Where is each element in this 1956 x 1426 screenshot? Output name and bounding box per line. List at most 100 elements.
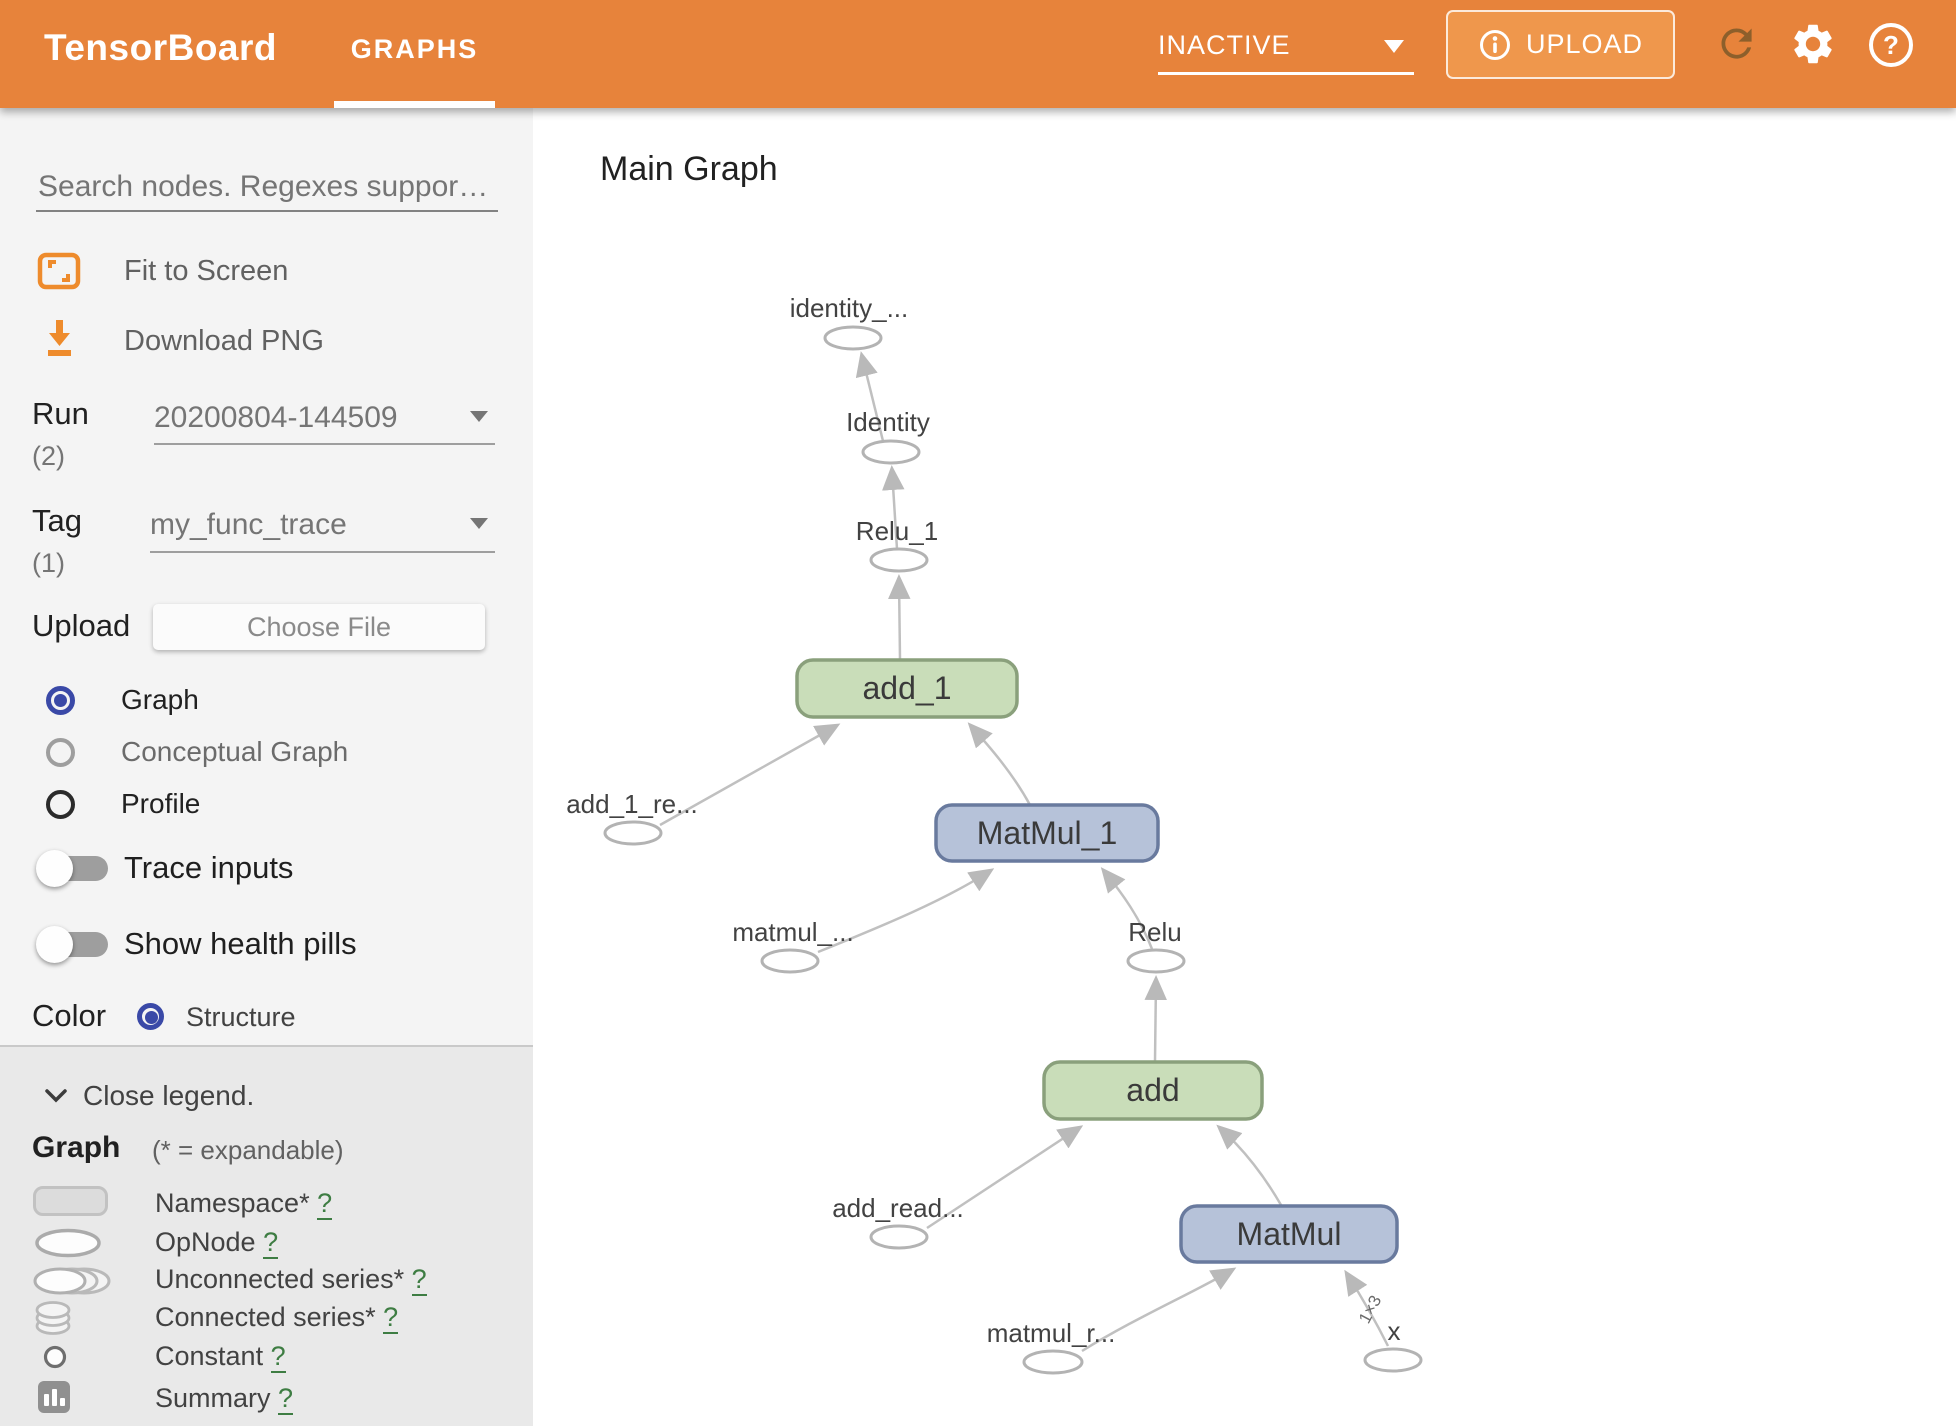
node-add[interactable] — [1042, 1060, 1264, 1121]
node-add_1-label: add_1 — [863, 670, 952, 706]
legend-item-opnode: OpNode ? — [155, 1227, 279, 1259]
edge-add_1-relu_1 — [888, 574, 911, 660]
node-add-label: add — [1126, 1072, 1179, 1108]
legend-item-constant: Constant ? — [155, 1341, 286, 1373]
node-identity_out[interactable] — [823, 325, 883, 351]
edge-identity-identity_out — [855, 351, 885, 442]
node-matmul_1[interactable] — [934, 803, 1160, 863]
tag-count: (1) — [32, 548, 65, 578]
radio-graph[interactable] — [46, 686, 75, 715]
run-select[interactable]: 20200804-144509 — [154, 401, 398, 434]
run-count: (2) — [32, 441, 65, 471]
trace-inputs-toggle-thumb[interactable] — [36, 850, 73, 887]
edge-x-matmul — [1344, 1269, 1390, 1347]
node-identity[interactable] — [861, 439, 921, 465]
node-add_read[interactable] — [869, 1224, 929, 1250]
summary-icon — [38, 1381, 70, 1413]
edge-matmul_r-matmul — [1081, 1267, 1237, 1353]
download-png-button[interactable]: Download PNG — [124, 325, 324, 357]
upload-button[interactable]: UPLOAD — [1446, 10, 1675, 79]
node-add_1_re[interactable] — [603, 820, 663, 846]
help-icon-glyph: ? — [1883, 29, 1899, 60]
node-relu-label: Relu — [1128, 917, 1181, 947]
refresh-icon[interactable] — [1714, 21, 1760, 67]
legend-item-unconnected-series-label: Unconnected series* — [155, 1264, 405, 1294]
tab-graphs[interactable]: GRAPHS — [350, 34, 479, 64]
legend-item-connected-series: Connected series* ? — [155, 1302, 399, 1334]
edge-relu_1-identity — [882, 465, 905, 550]
radio-profile-label[interactable]: Profile — [121, 788, 201, 819]
radio-conceptual-graph-label[interactable]: Conceptual Graph — [121, 736, 349, 767]
radio-color-structure-label[interactable]: Structure — [186, 1002, 296, 1032]
info-icon — [1479, 29, 1510, 60]
health-pills-label: Show health pills — [124, 926, 357, 961]
tag-select[interactable]: my_func_trace — [150, 508, 347, 541]
radio-color-structure[interactable] — [137, 1003, 164, 1030]
unconnected-series-help-link[interactable]: ? — [411, 1264, 427, 1296]
app-header: TensorBoard GRAPHS INACTIVE UPLOAD ? — [0, 0, 1956, 108]
tag-label: Tag — [32, 503, 82, 538]
radio-profile[interactable] — [46, 790, 75, 819]
app-title: TensorBoard — [44, 27, 278, 68]
node-x-label: x — [1388, 1316, 1401, 1346]
fit-to-screen-button[interactable]: Fit to Screen — [124, 255, 289, 287]
graph-edges — [659, 351, 1390, 1353]
edge-matmul_1-add_1 — [967, 722, 1032, 806]
constant-help-link[interactable]: ? — [270, 1341, 286, 1373]
constant-icon — [43, 1345, 67, 1369]
node-matmul_in[interactable] — [760, 948, 820, 974]
node-relu_1[interactable] — [869, 547, 929, 573]
node-relu[interactable] — [1126, 948, 1186, 974]
graph-ellipse-nodes — [603, 325, 1423, 1375]
edge-add-relu — [1144, 975, 1168, 1062]
gear-icon[interactable] — [1789, 20, 1837, 68]
edge-add_read-add — [926, 1125, 1084, 1230]
upload-label: Upload — [32, 608, 131, 643]
unconnected-series-icon — [33, 1267, 111, 1295]
search-input[interactable] — [36, 164, 498, 212]
chevron-down-icon[interactable] — [44, 1088, 68, 1104]
choose-file-button[interactable]: Choose File — [153, 604, 485, 650]
upload-button-label: UPLOAD — [1525, 29, 1644, 59]
tag-dropdown-caret-icon[interactable] — [470, 518, 488, 529]
opnode-help-link[interactable]: ? — [263, 1227, 279, 1259]
radio-graph-label[interactable]: Graph — [121, 684, 199, 715]
connected-series-help-link[interactable]: ? — [383, 1302, 399, 1334]
status-dropdown-caret-icon[interactable] — [1384, 40, 1404, 53]
status-dropdown-underline — [1158, 72, 1414, 75]
sidebar: Fit to Screen Download PNG Run (2) 20200… — [0, 108, 533, 1426]
trace-inputs-label: Trace inputs — [124, 850, 294, 885]
node-matmul-label: MatMul — [1237, 1216, 1342, 1252]
edge-add_1_re-add_1 — [659, 723, 841, 827]
health-pills-toggle-thumb[interactable] — [36, 926, 73, 963]
legend-heading: Graph — [32, 1131, 121, 1164]
node-add_1[interactable] — [795, 658, 1019, 719]
color-label: Color — [32, 998, 107, 1033]
connected-series-icon — [35, 1301, 71, 1335]
legend-item-summary: Summary ? — [155, 1383, 294, 1415]
close-legend-button[interactable]: Close legend. — [83, 1080, 255, 1111]
node-matmul_1-label: MatMul_1 — [977, 815, 1118, 851]
summary-help-link[interactable]: ? — [278, 1383, 294, 1415]
summary-icon-bar — [59, 1398, 65, 1406]
node-matmul_in-label: matmul_... — [732, 917, 853, 947]
opnode-icon — [35, 1228, 101, 1258]
node-matmul[interactable] — [1179, 1204, 1399, 1264]
download-icon[interactable] — [36, 316, 82, 362]
node-matmul_r[interactable] — [1022, 1349, 1084, 1375]
legend-heading-note: (* = expandable) — [152, 1135, 344, 1165]
status-dropdown[interactable]: INACTIVE — [1158, 30, 1291, 60]
radio-conceptual-graph[interactable] — [46, 738, 75, 767]
node-matmul_r-label: matmul_r... — [987, 1318, 1116, 1348]
edge-relu-matmul_1 — [1100, 867, 1154, 950]
legend-item-namespace-label: Namespace* — [155, 1188, 310, 1218]
node-add_read-label: add_read... — [832, 1193, 964, 1223]
help-icon[interactable]: ? — [1869, 23, 1913, 67]
fit-to-screen-icon[interactable] — [36, 248, 82, 294]
legend-item-summary-label: Summary — [155, 1383, 271, 1413]
namespace-help-link[interactable]: ? — [317, 1188, 333, 1220]
summary-icon-bar — [43, 1394, 49, 1406]
run-dropdown-caret-icon[interactable] — [470, 411, 488, 422]
node-x[interactable] — [1363, 1347, 1423, 1373]
